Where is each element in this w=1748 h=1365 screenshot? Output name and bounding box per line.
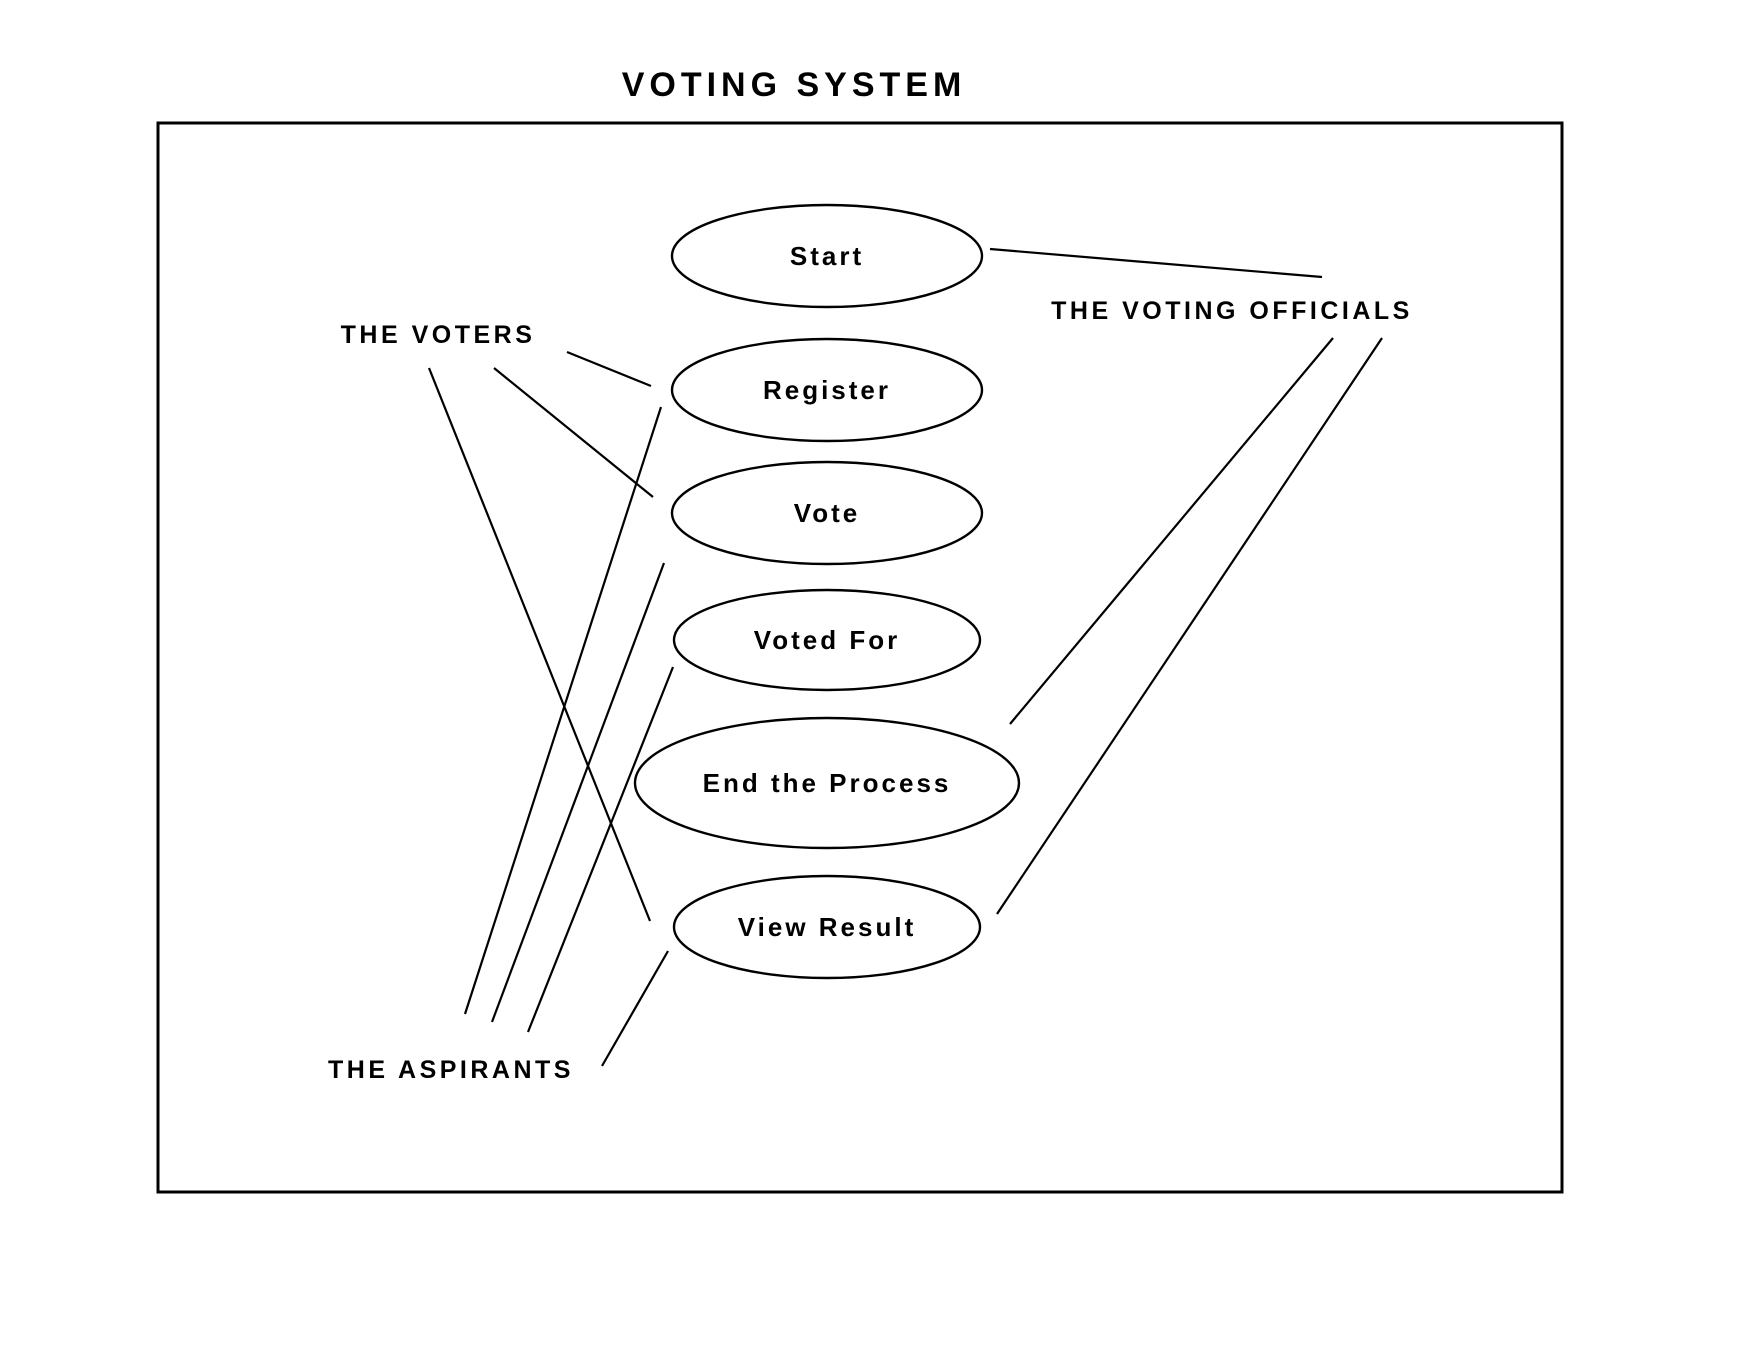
use-case-label-vote: Vote xyxy=(794,498,860,528)
actor-label-the-voting-officials: THE VOTING OFFICIALS xyxy=(1051,297,1413,325)
association-the-aspirants-voted-for xyxy=(526,666,675,1033)
association-the-voters-view-result xyxy=(427,367,652,922)
association-the-aspirants-register xyxy=(463,406,663,1015)
use-case-label-end-the-process: End the Process xyxy=(703,768,952,798)
use-case-ellipse-start xyxy=(670,203,984,309)
use-case-label-voted-for: Voted For xyxy=(754,625,900,655)
actor-label-the-voters: THE VOTERS xyxy=(341,321,536,349)
page-title: VOTING SYSTEM xyxy=(622,66,967,104)
association-the-aspirants-view-result xyxy=(601,950,669,1067)
use-case-ellipse-vote xyxy=(670,460,984,566)
association-the-voting-officials-view-result xyxy=(996,337,1383,915)
association-the-voting-officials-start xyxy=(989,247,1323,279)
association-the-voters-vote xyxy=(493,367,654,498)
diagram-frame xyxy=(156,121,1564,1194)
association-the-voters-register xyxy=(566,350,652,388)
use-case-label-start: Start xyxy=(790,241,864,271)
use-case-label-register: Register xyxy=(763,375,891,405)
association-the-aspirants-vote xyxy=(490,562,666,1023)
use-case-ellipse-view-result xyxy=(672,874,982,980)
use-case-ellipse-register xyxy=(670,337,984,443)
association-the-voting-officials-end-the-process xyxy=(1009,337,1334,725)
actor-label-the-aspirants: THE ASPIRANTS xyxy=(328,1056,574,1084)
use-case-label-view-result: View Result xyxy=(738,912,916,942)
use-case-ellipse-voted-for xyxy=(672,588,982,692)
use-case-ellipse-end-the-process xyxy=(633,716,1021,850)
